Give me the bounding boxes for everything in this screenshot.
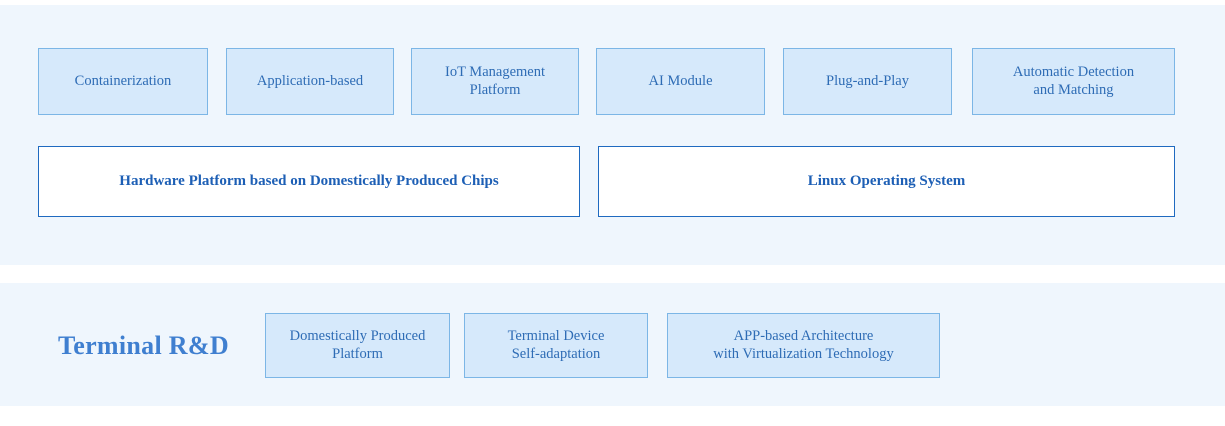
platform-box-linux-operating-system[interactable]: Linux Operating System — [598, 146, 1175, 217]
capability-box-containerization[interactable]: Containerization — [38, 48, 208, 115]
terminal-band-title: Terminal R&D — [58, 331, 229, 360]
capability-box-application-based[interactable]: Application-based — [226, 48, 394, 115]
platform-label: Linux Operating System — [807, 173, 966, 190]
capability-label: Containerization — [74, 72, 172, 89]
capability-label: Plug-and-Play — [826, 72, 909, 89]
architecture-band — [0, 5, 1225, 265]
capability-box-plug-and-play[interactable]: Plug-and-Play — [783, 48, 952, 115]
platform-box-hardware[interactable]: Hardware Platform based on Domestically … — [38, 146, 580, 217]
capability-label: Application-based — [256, 72, 364, 89]
platform-label: Hardware Platform based on Domestically … — [119, 173, 499, 190]
capability-box-ai-module[interactable]: AI Module — [596, 48, 765, 115]
capability-box-iot-management-platform[interactable]: IoT Management Platform — [411, 48, 579, 115]
capability-label: IoT Management Platform — [445, 63, 545, 98]
capability-label: AI Module — [648, 72, 713, 89]
